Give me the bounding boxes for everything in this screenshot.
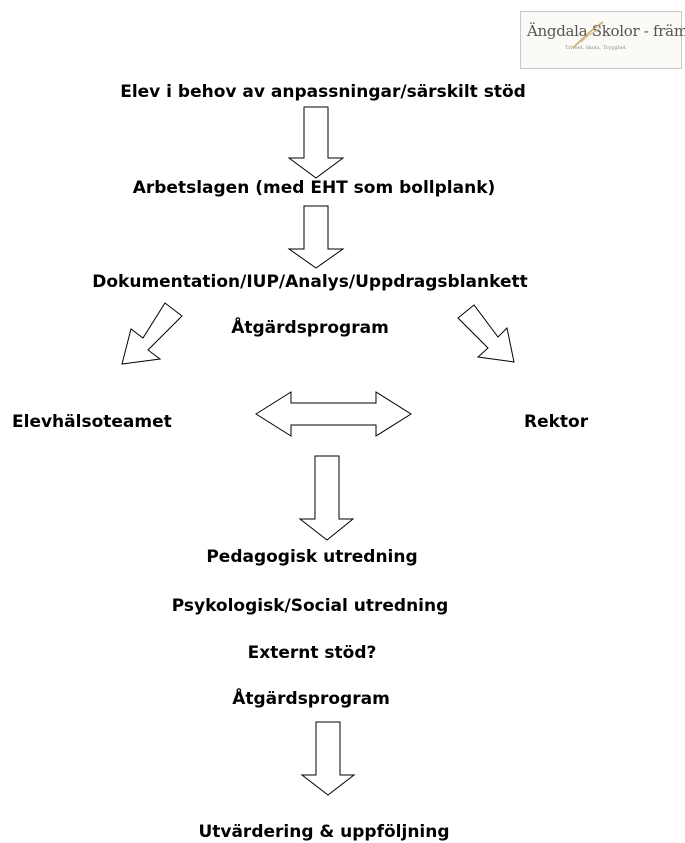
down-arrow-4 (300, 721, 356, 796)
diagonal-arrow-left (121, 302, 183, 365)
step-atgardsprogram-2: Åtgärdsprogram (232, 689, 390, 709)
step-pedagogisk: Pedagogisk utredning (206, 547, 418, 567)
step-utvardering: Utvärdering & uppföljning (198, 822, 450, 842)
down-arrow-3 (298, 455, 355, 541)
down-arrow-1 (287, 106, 345, 179)
logo-subtext: Trivsel, Skola, Trygghet (565, 45, 626, 51)
step-elev: Elev i behov av anpassningar/särskilt st… (120, 82, 526, 102)
node-elevhalsoteam: Elevhälsoteamet (12, 412, 172, 432)
step-externt: Externt stöd? (247, 643, 377, 663)
diagonal-arrow-right (457, 304, 515, 363)
step-arbetslag: Arbetslagen (med EHT som bollplank) (132, 178, 496, 198)
logo-text: Ängdala Skolor - främst (527, 22, 685, 40)
double-arrow (255, 391, 412, 437)
school-logo: Ängdala Skolor - främst Trivsel, Skola, … (520, 11, 685, 69)
down-arrow-2 (287, 205, 345, 269)
node-rektor: Rektor (524, 412, 589, 432)
reed-icon (572, 21, 604, 49)
step-atgardsprogram-1: Åtgärdsprogram (231, 318, 389, 338)
step-psykologisk: Psykologisk/Social utredning (171, 596, 449, 616)
step-dokumentation: Dokumentation/IUP/Analys/Uppdragsblanket… (92, 272, 528, 292)
